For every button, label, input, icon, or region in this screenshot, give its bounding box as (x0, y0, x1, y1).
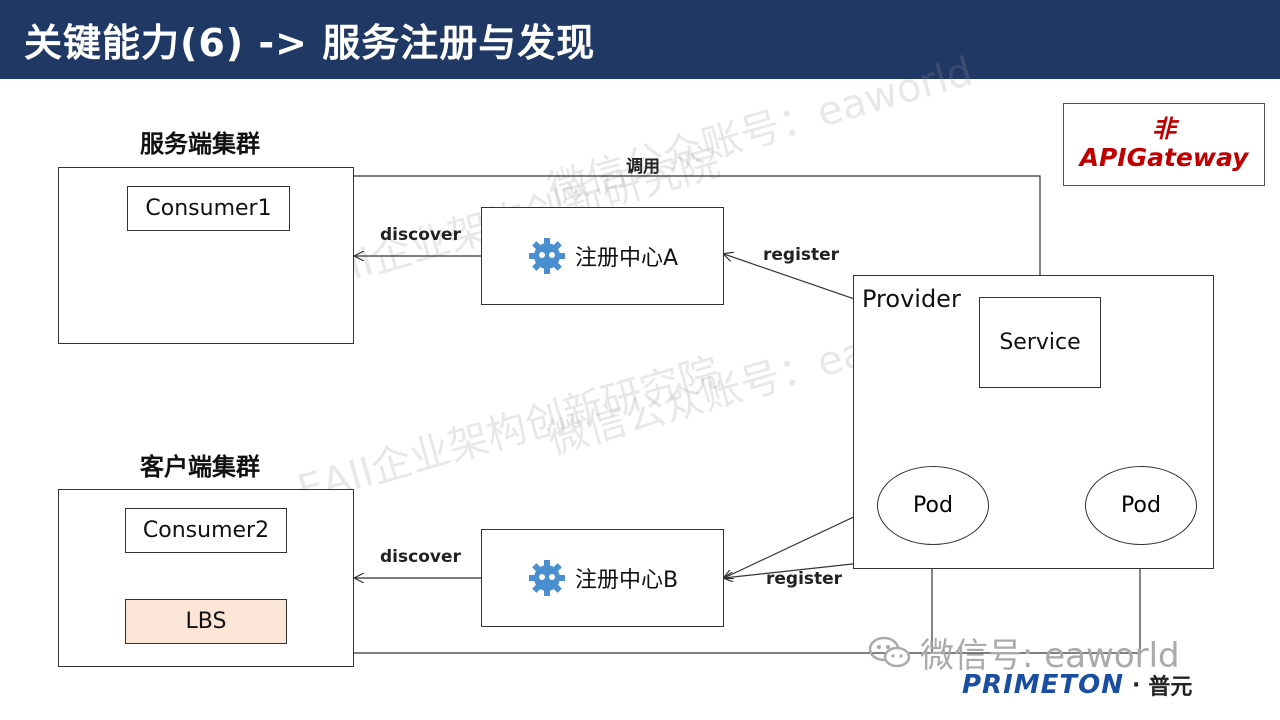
title-gap (0, 79, 1280, 82)
pod-node: Pod (1085, 466, 1197, 545)
register-b-connector-pod1 (724, 505, 878, 578)
brand-dot: · (1131, 672, 1141, 698)
wechat-id: 微信号: eaworld (868, 628, 1180, 677)
register-a-label: register (763, 245, 840, 265)
brand-cn: 普元 (1148, 675, 1193, 700)
provider-title: Provider (862, 285, 961, 313)
registry-b-node: 注册中心B (481, 529, 724, 627)
consumer1-node: Consumer1 (127, 186, 290, 231)
title-underline (0, 74, 1280, 80)
register-b-label: register (766, 569, 843, 589)
brand-latin: PRIMETON (962, 670, 1124, 700)
pod-node: Pod (877, 466, 989, 545)
consumer2-node: Consumer2 (125, 508, 287, 553)
registry-b-label: 注册中心B (574, 568, 679, 593)
wechat-icon (868, 636, 911, 667)
server-cluster-title: 服务端集群 (140, 130, 260, 158)
non-apigateway-stamp: 非 APIGateway (1063, 103, 1265, 186)
eureka-gear-icon (528, 560, 565, 596)
discover-a-label: discover (380, 225, 461, 245)
stamp-line2: APIGateway (1079, 142, 1249, 172)
title-bar (0, 0, 1280, 74)
registry-a-label: 注册中心A (574, 246, 679, 271)
lbs-node: LBS (125, 599, 287, 644)
call-label: 调用 (626, 157, 660, 177)
registry-a-node: 注册中心A (481, 207, 724, 305)
wechat-label: 微信号: eaworld (920, 636, 1180, 676)
eureka-gear-icon (528, 238, 565, 274)
client-cluster-title: 客户端集群 (140, 453, 260, 481)
stamp-line1: 非 (1152, 115, 1176, 144)
service-node: Service (979, 297, 1101, 388)
primeton-logo: PRIMETON · 普元 (962, 669, 1192, 701)
discover-b-label: discover (380, 547, 461, 567)
slide-title: 关键能力(6) -> 服务注册与发现 (24, 21, 596, 65)
